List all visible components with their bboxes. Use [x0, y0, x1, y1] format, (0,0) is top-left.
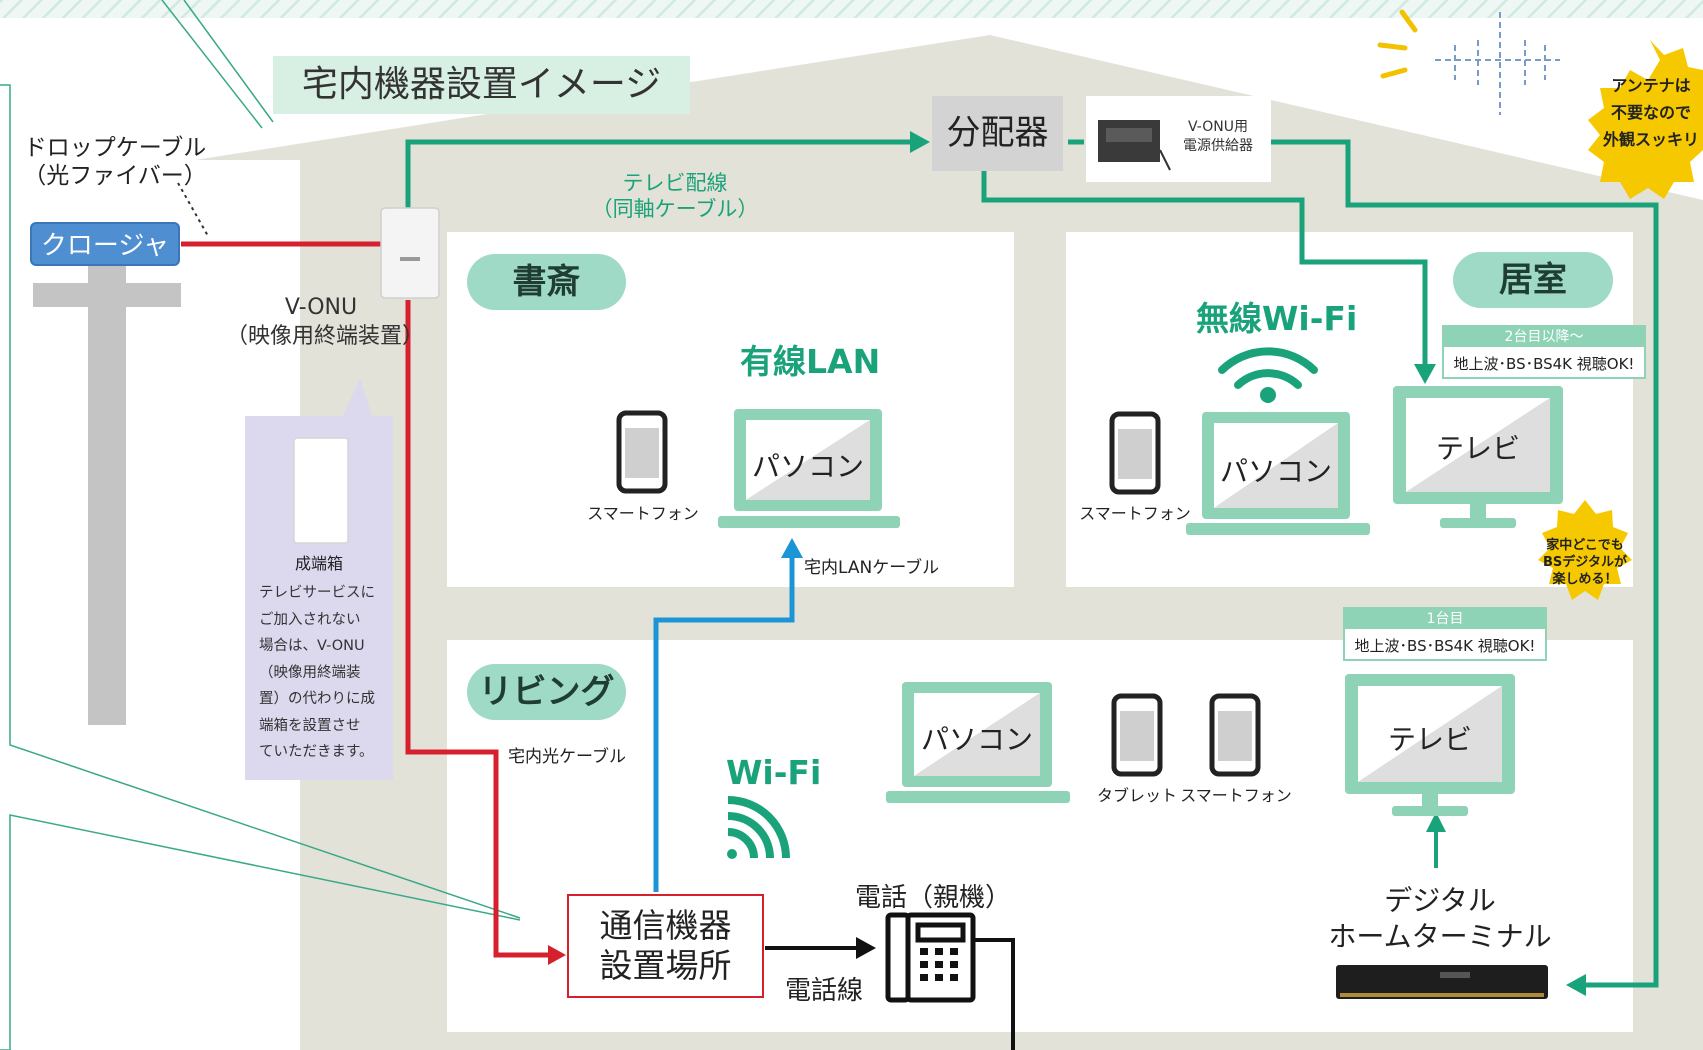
callout-text: テレビサービスに ご加入されない 場合は、V-ONU （映像用終端装 置）の代わ…: [259, 585, 375, 760]
phone-label: 電話（親機）: [855, 883, 1012, 913]
bs-note-text: 家中どこでも BSデジタルが 楽しめる！: [1542, 538, 1627, 587]
antenna-icon: [1435, 12, 1560, 115]
v-onu-label: V-ONU （映像用終端装置）: [226, 295, 425, 349]
fiber-cable-indoor: [405, 300, 552, 958]
smartphone-bedroom: [1109, 411, 1161, 495]
tv-note-bedroom: 2台目以降〜 地上波･BS･BS4K 視聴OK!: [1442, 325, 1646, 379]
pole-crossarm: [33, 283, 181, 307]
smartphone-living: [1209, 693, 1261, 777]
antenna-note-text: アンテナは 不要なので 外観スッキリ: [1602, 76, 1699, 149]
comm-place-box: 通信機器 設置場所: [567, 894, 764, 998]
pc-label-bedroom: パソコン: [1219, 455, 1332, 488]
network-label-bedroom: 無線Wi-Fi: [1196, 299, 1358, 338]
laptop-living: [886, 682, 1070, 803]
smartphone-label-living: スマートフォン: [1180, 786, 1292, 805]
home-terminal-label: デジタル ホームターミナル: [1328, 884, 1552, 953]
tv-wiring-label: テレビ配線 （同軸ケーブル）: [591, 171, 759, 221]
coax-to-splitter: [405, 139, 915, 208]
coax-to-home-terminal: [1270, 139, 1659, 988]
tablet-living: [1111, 693, 1163, 777]
smartphone-label-bedroom: スマートフォン: [1079, 504, 1191, 523]
wifi-icon-living: [727, 796, 790, 859]
laptop-bedroom: [1186, 412, 1370, 535]
pc-label-study: パソコン: [751, 450, 864, 483]
closure-label: クロージャ: [30, 222, 180, 266]
network-label-living: Wi-Fi: [726, 753, 822, 792]
network-label-study: 有線LAN: [740, 342, 881, 381]
room-label-study: 書斎: [467, 254, 626, 310]
tv-label-bedroom: テレビ: [1435, 432, 1520, 465]
laptop-study: [718, 409, 900, 528]
sparkle-icon: [1377, 9, 1418, 79]
splitter-box: 分配器: [932, 96, 1063, 171]
tv-label-living: テレビ: [1387, 723, 1472, 756]
smartphone-study: [616, 410, 668, 494]
antenna-note-burst: [1588, 40, 1703, 199]
phone-line-label: 電話線: [785, 976, 864, 1006]
diagram-title: 宅内機器設置イメージ: [273, 56, 690, 114]
power-supply-icon: [1098, 120, 1171, 171]
drop-cable-label: ドロップケーブル （光ファイバー）: [23, 135, 207, 189]
tablet-label-living: タブレット: [1096, 786, 1177, 805]
tv-note-living: 1台目 地上波･BS･BS4K 視聴OK!: [1343, 607, 1547, 661]
lan-cable: [653, 552, 795, 892]
room-label-bedroom: 居室: [1453, 252, 1613, 308]
v-onu-device: [380, 207, 440, 299]
lan-cable-label: 宅内LANケーブル: [804, 558, 940, 578]
top-band: [0, 0, 1703, 18]
utility-pole: [88, 235, 126, 725]
coax-to-bedroom-tv: [981, 170, 1428, 368]
power-supply-label: V-ONU用 電源供給器: [1183, 119, 1253, 154]
termination-box-device: [293, 437, 349, 544]
room-label-living: リビング: [467, 664, 626, 720]
tv-living: [1345, 674, 1515, 816]
desk-phone-icon: [885, 912, 976, 1003]
tv-bedroom: [1393, 386, 1563, 528]
bs-note-burst: [1538, 500, 1632, 600]
home-terminal-device: [1336, 965, 1548, 999]
pc-label-living: パソコン: [920, 723, 1033, 756]
wifi-icon-bedroom: [1218, 347, 1318, 403]
optical-cable-label: 宅内光ケーブル: [508, 747, 626, 767]
smartphone-label-study: スマートフォン: [587, 504, 699, 523]
termination-box-label: 成端箱: [294, 554, 343, 573]
